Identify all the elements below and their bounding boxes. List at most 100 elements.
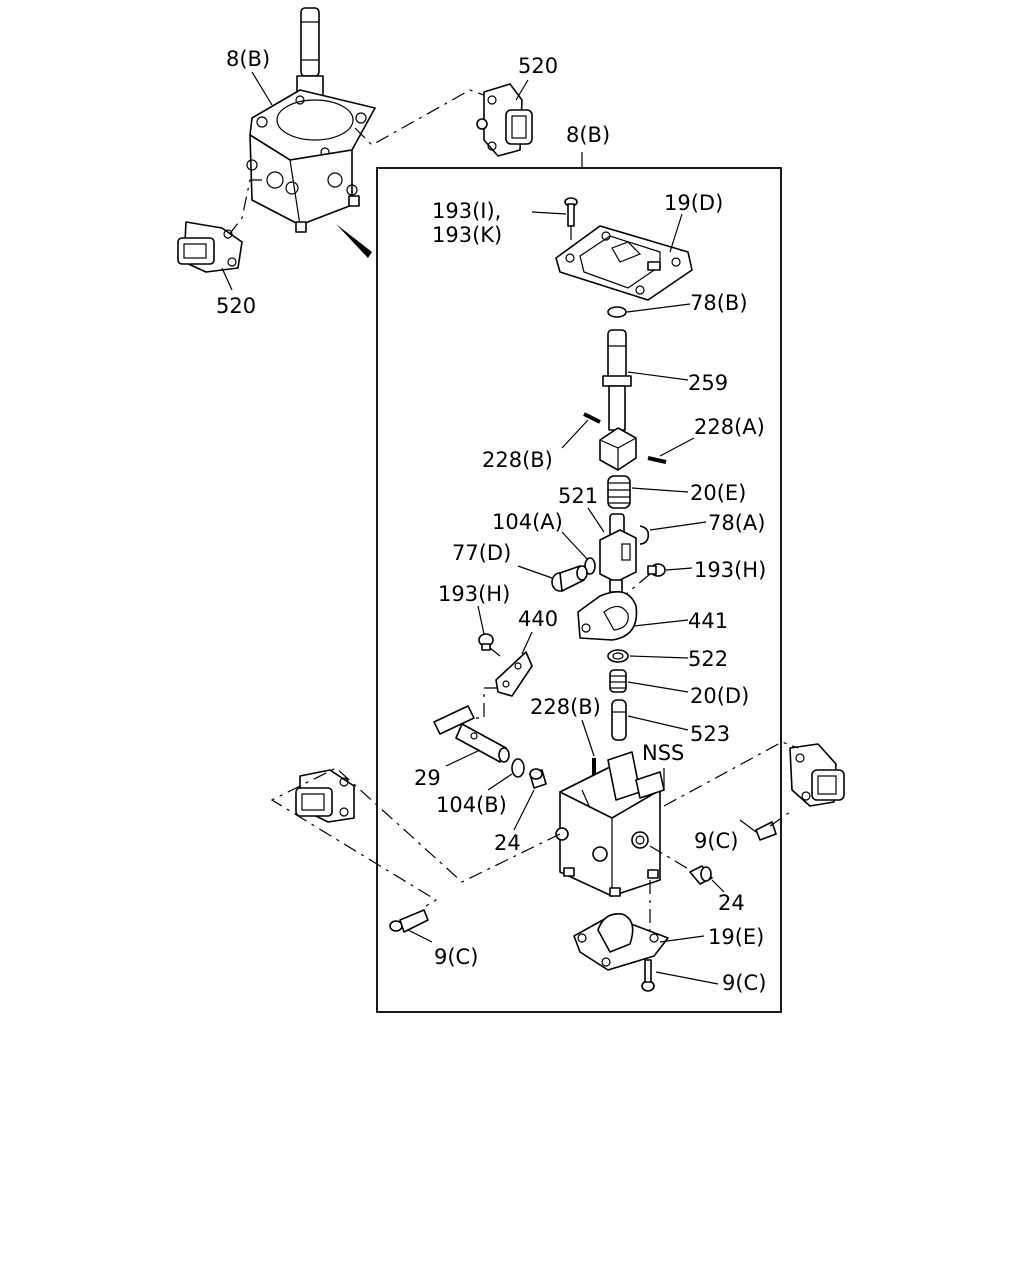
plate-440 bbox=[495, 651, 533, 697]
shaft-259 bbox=[599, 329, 637, 471]
pin-228b-upper bbox=[583, 412, 601, 424]
leader-sensor-left bbox=[227, 179, 262, 237]
leader-assy-top bbox=[251, 71, 273, 106]
label-20d: 20(D) bbox=[690, 684, 749, 708]
washer-104b bbox=[511, 758, 525, 778]
leader-20d bbox=[627, 681, 689, 693]
pin-228a bbox=[647, 456, 667, 464]
sensor-520-left bbox=[177, 221, 243, 273]
label-assy-box: 8(B) bbox=[566, 123, 610, 147]
bush-24-left bbox=[529, 768, 547, 789]
leader-520-top bbox=[515, 79, 529, 101]
label-assy-top: 8(B) bbox=[226, 47, 270, 71]
washer-104a bbox=[584, 557, 596, 575]
leader-193h-right bbox=[665, 567, 693, 571]
leader-19d bbox=[669, 213, 683, 253]
bush-24-right bbox=[689, 865, 713, 885]
label-78b: 78(B) bbox=[690, 291, 748, 315]
label-nss: NSS bbox=[642, 741, 684, 765]
sensor-520-top bbox=[476, 83, 533, 157]
route-right-sensor bbox=[663, 741, 799, 807]
leader-9c-left bbox=[407, 929, 433, 943]
label-104b: 104(B) bbox=[436, 793, 507, 817]
label-228b-lower: 228(B) bbox=[530, 695, 601, 719]
clip-78a bbox=[639, 525, 650, 545]
cam-441 bbox=[577, 590, 638, 641]
bolt-193-ik bbox=[564, 197, 578, 227]
axis-24-right bbox=[649, 845, 691, 871]
leader-522 bbox=[629, 655, 689, 659]
label-441: 441 bbox=[688, 609, 728, 633]
label-193h-left: 193(H) bbox=[438, 582, 510, 606]
label-19d: 19(D) bbox=[664, 191, 723, 215]
leader-228b-lower bbox=[581, 719, 595, 757]
housing-lower bbox=[555, 751, 665, 897]
label-29: 29 bbox=[414, 766, 441, 790]
leader-520-left bbox=[221, 267, 233, 291]
bolt-9c-right bbox=[739, 819, 777, 841]
label-20e: 20(E) bbox=[690, 481, 746, 505]
leader-521 bbox=[587, 507, 605, 533]
label-259: 259 bbox=[688, 371, 728, 395]
bolt-193h-right bbox=[647, 563, 666, 577]
label-19e: 19(E) bbox=[708, 925, 764, 949]
leader-440 bbox=[521, 631, 533, 655]
label-24-left: 24 bbox=[494, 831, 521, 855]
spring-20d bbox=[609, 669, 627, 693]
plunger-523 bbox=[611, 699, 627, 741]
label-193-ik-2: 193(K) bbox=[432, 223, 502, 247]
label-9c-bottom: 9(C) bbox=[722, 971, 766, 995]
leader-78a bbox=[649, 521, 707, 531]
leader-9c-bottom bbox=[655, 971, 719, 985]
plate-19d bbox=[555, 225, 693, 301]
leader-19e bbox=[659, 935, 705, 943]
label-193-ik-1: 193(I), bbox=[432, 199, 501, 223]
label-77d: 77(D) bbox=[452, 541, 511, 565]
leader-77d bbox=[517, 565, 553, 579]
pin-77d bbox=[551, 565, 588, 592]
leader-228b-upper bbox=[561, 419, 589, 449]
leader-sensor-top bbox=[354, 89, 493, 146]
label-520-left: 520 bbox=[216, 294, 256, 318]
leader-24-left bbox=[513, 789, 535, 831]
leader-193h-left bbox=[477, 605, 485, 635]
bolt-9c-left bbox=[389, 909, 429, 933]
leader-441 bbox=[633, 619, 689, 627]
leader-259 bbox=[627, 371, 689, 381]
label-24-right: 24 bbox=[718, 891, 745, 915]
label-9c-left: 9(C) bbox=[434, 945, 478, 969]
label-228b-upper: 228(B) bbox=[482, 448, 553, 472]
bolt-193h-left bbox=[478, 633, 494, 651]
leader-104b bbox=[487, 773, 513, 791]
leader-29 bbox=[445, 749, 481, 767]
leader-78b bbox=[626, 303, 691, 313]
label-520-top: 520 bbox=[518, 54, 558, 78]
leader-193-ik bbox=[531, 211, 567, 215]
sensor-right bbox=[789, 743, 845, 807]
clip-78b bbox=[607, 306, 627, 318]
axis-9c-right bbox=[769, 811, 791, 827]
leader-104a bbox=[561, 531, 589, 561]
label-104a: 104(A) bbox=[492, 510, 563, 534]
sensor-left-lower bbox=[295, 769, 355, 823]
leader-24-right bbox=[711, 879, 725, 893]
spring-20e bbox=[607, 475, 631, 509]
detail-frame bbox=[376, 167, 782, 1013]
label-193h-right: 193(H) bbox=[694, 558, 766, 582]
leader-523 bbox=[627, 715, 689, 731]
bolt-9c-bottom bbox=[641, 959, 655, 992]
block-521 bbox=[599, 513, 637, 593]
label-78a: 78(A) bbox=[708, 511, 765, 535]
plate-19e bbox=[573, 913, 669, 971]
leader-20e bbox=[631, 487, 689, 493]
label-440: 440 bbox=[518, 607, 558, 631]
shaft-29 bbox=[433, 705, 510, 763]
axis-440-to-29 bbox=[470, 687, 498, 719]
route-left-sensor bbox=[270, 767, 561, 907]
label-9c-right: 9(C) bbox=[694, 829, 738, 853]
axis-193h-left bbox=[489, 647, 501, 657]
label-522: 522 bbox=[688, 647, 728, 671]
label-228a: 228(A) bbox=[694, 415, 765, 439]
label-521: 521 bbox=[558, 484, 598, 508]
